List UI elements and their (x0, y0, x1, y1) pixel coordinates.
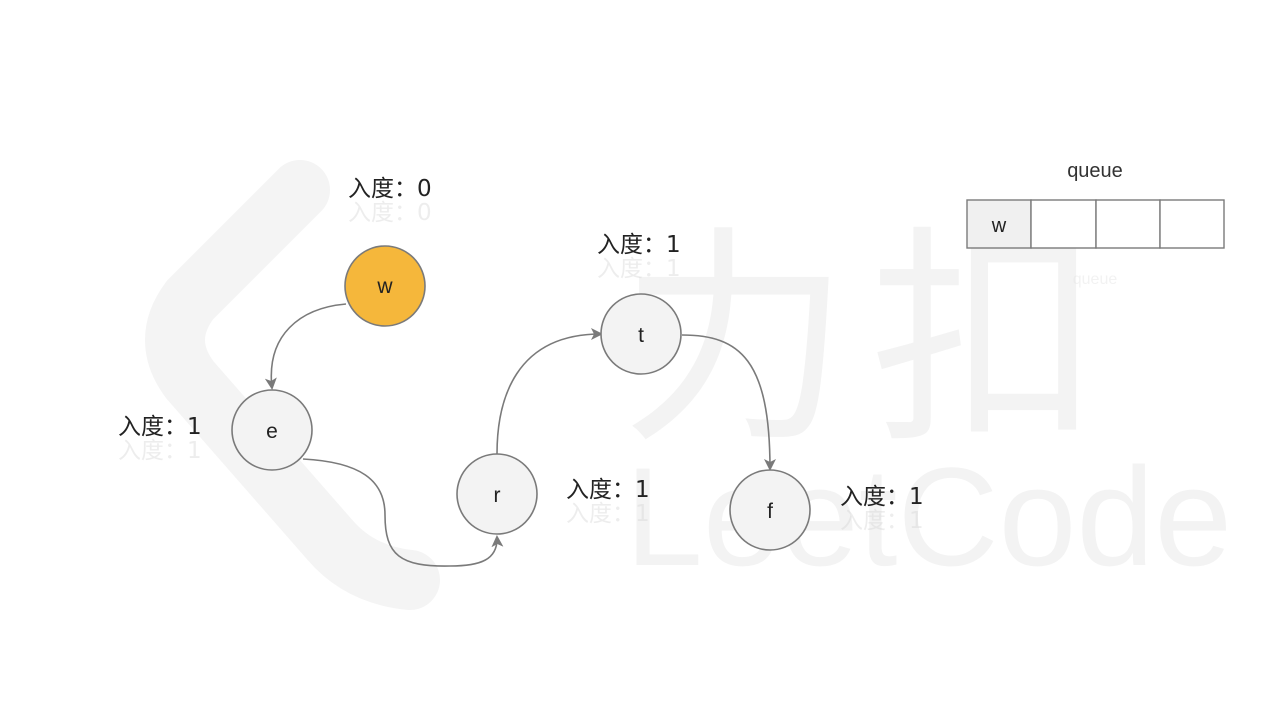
node-w-circle (344, 245, 426, 327)
indegree-t: 入度：1 (597, 232, 681, 258)
indegree-f-reflection: 入度：1 (840, 508, 924, 534)
node-w-label: w (376, 275, 393, 298)
edge-e-r (302, 458, 504, 567)
node-e-label: e (266, 420, 278, 443)
watermark: 力 扣 LeetCode (145, 160, 1232, 610)
node-e-circle (231, 389, 313, 471)
queue-cell-0 (966, 199, 1032, 249)
node-r-label: r (494, 484, 501, 507)
node-f: f (729, 469, 811, 551)
edges (264, 303, 776, 567)
watermark-logo-shape (145, 160, 440, 610)
queue: queue queue w (966, 160, 1225, 288)
indegree-e: 入度：1 (118, 414, 202, 440)
edge-w-e (264, 303, 347, 390)
watermark-wordmark: LeetCode (625, 438, 1232, 595)
queue-title: queue (1067, 160, 1123, 182)
node-t: t (600, 293, 682, 375)
edge-r-t (496, 328, 603, 455)
queue-item-0: w (991, 215, 1007, 237)
node-w: w (344, 245, 426, 327)
indegree-labels: 入度：0 入度：0 入度：1 入度：1 入度：1 入度：1 入度：1 入度：1 … (118, 176, 924, 534)
node-e: e (231, 389, 313, 471)
queue-cell-2 (1095, 199, 1161, 249)
queue-cell-3 (1159, 199, 1225, 249)
node-r: r (456, 453, 538, 535)
node-f-circle (729, 469, 811, 551)
node-t-circle (600, 293, 682, 375)
queue-title-reflection: queue (1073, 271, 1118, 288)
queue-cell-1 (1030, 199, 1097, 249)
indegree-r: 入度：1 (566, 477, 650, 503)
edge-t-f (681, 334, 776, 471)
indegree-r-reflection: 入度：1 (566, 501, 650, 527)
indegree-t-reflection: 入度：1 (597, 256, 681, 282)
indegree-w-reflection: 入度：0 (348, 200, 432, 226)
node-r-circle (456, 453, 538, 535)
node-t-label: t (638, 324, 644, 347)
node-f-label: f (767, 500, 773, 523)
indegree-w: 入度：0 (348, 176, 432, 202)
indegree-e-reflection: 入度：1 (118, 438, 202, 464)
indegree-f: 入度：1 (840, 484, 924, 510)
watermark-glyph-kou: 扣 (870, 212, 1100, 469)
